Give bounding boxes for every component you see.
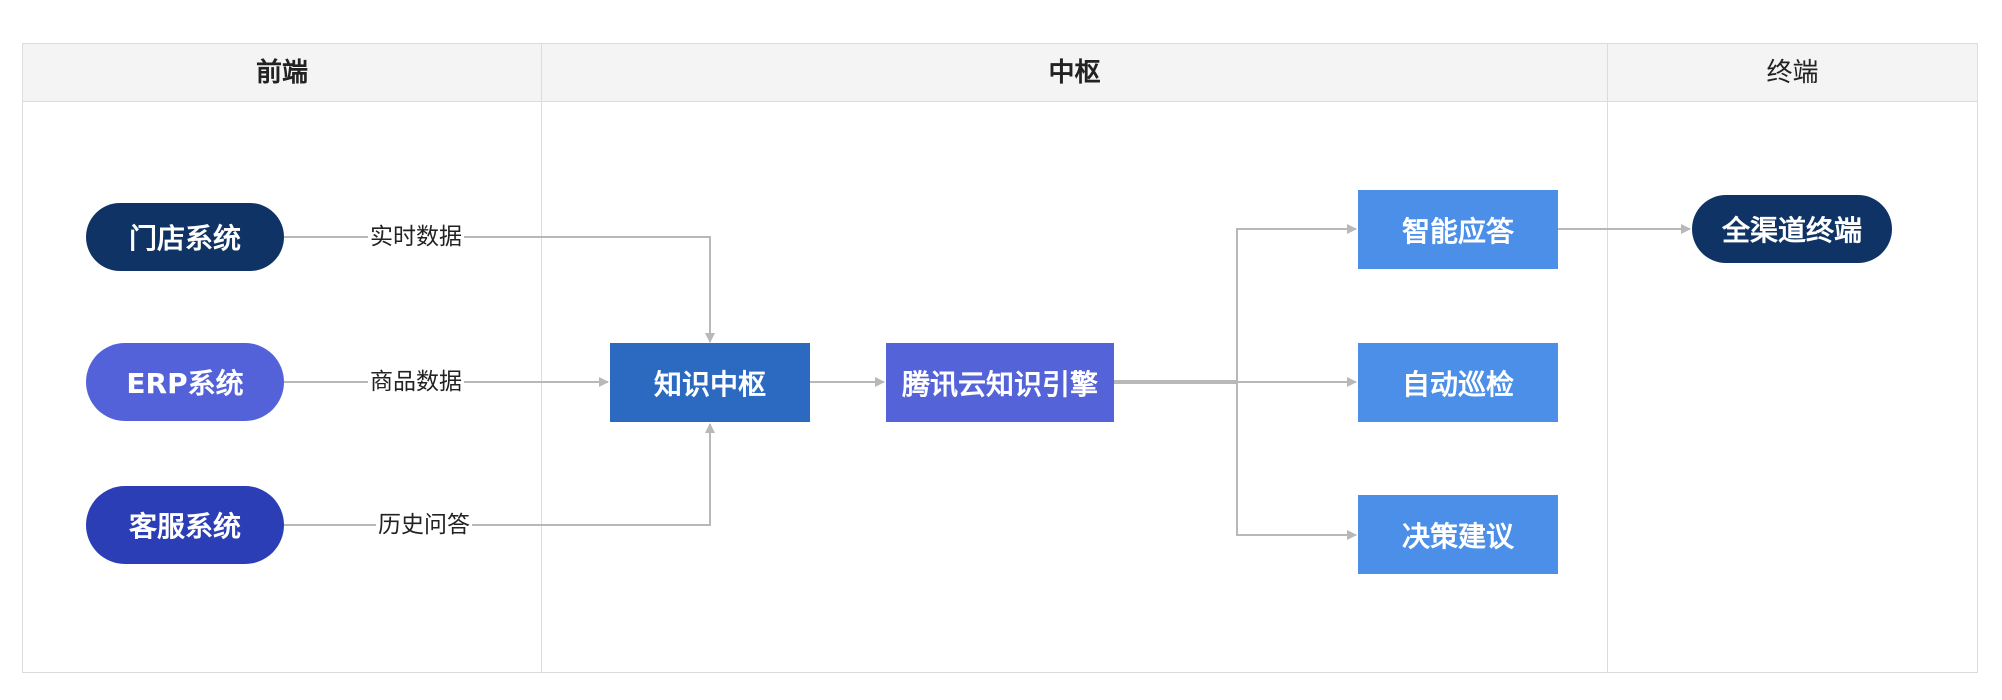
edge-label-realtime: 实时数据 [368, 222, 464, 252]
lane-title-front: 前端 [255, 58, 308, 88]
lane-title-hub: 中枢 [1048, 58, 1101, 88]
node-decision-advice[interactable]: 决策建议 [1358, 495, 1558, 574]
node-smart-reply[interactable]: 智能应答 [1358, 190, 1558, 269]
node-omnichannel-terminal[interactable]: 全渠道终端 [1692, 195, 1892, 263]
edge-store-to-hub [284, 236, 715, 343]
lane-title-terminal: 终端 [1766, 58, 1819, 88]
node-erp-system[interactable]: ERP系统 [86, 343, 284, 421]
node-cs-system[interactable]: 客服系统 [86, 486, 284, 564]
node-auto-inspect[interactable]: 自动巡检 [1358, 343, 1558, 422]
swimlane-frame: 前端 中枢 终端 [22, 43, 1978, 673]
edge-label-product: 商品数据 [368, 367, 464, 397]
edge-engine-to-decision [1114, 382, 1357, 540]
lane-header-bar [23, 44, 1977, 102]
edge-engine-to-smart-reply [1114, 224, 1357, 382]
lane-divider-front-hub [541, 44, 542, 672]
node-store-system[interactable]: 门店系统 [86, 203, 284, 271]
edge-cs-to-hub [284, 423, 715, 526]
lane-divider-hub-terminal [1607, 44, 1608, 672]
edge-label-history: 历史问答 [376, 510, 472, 540]
node-knowledge-hub[interactable]: 知识中枢 [610, 343, 810, 422]
node-tencent-knowledge-engine[interactable]: 腾讯云知识引擎 [886, 343, 1114, 422]
